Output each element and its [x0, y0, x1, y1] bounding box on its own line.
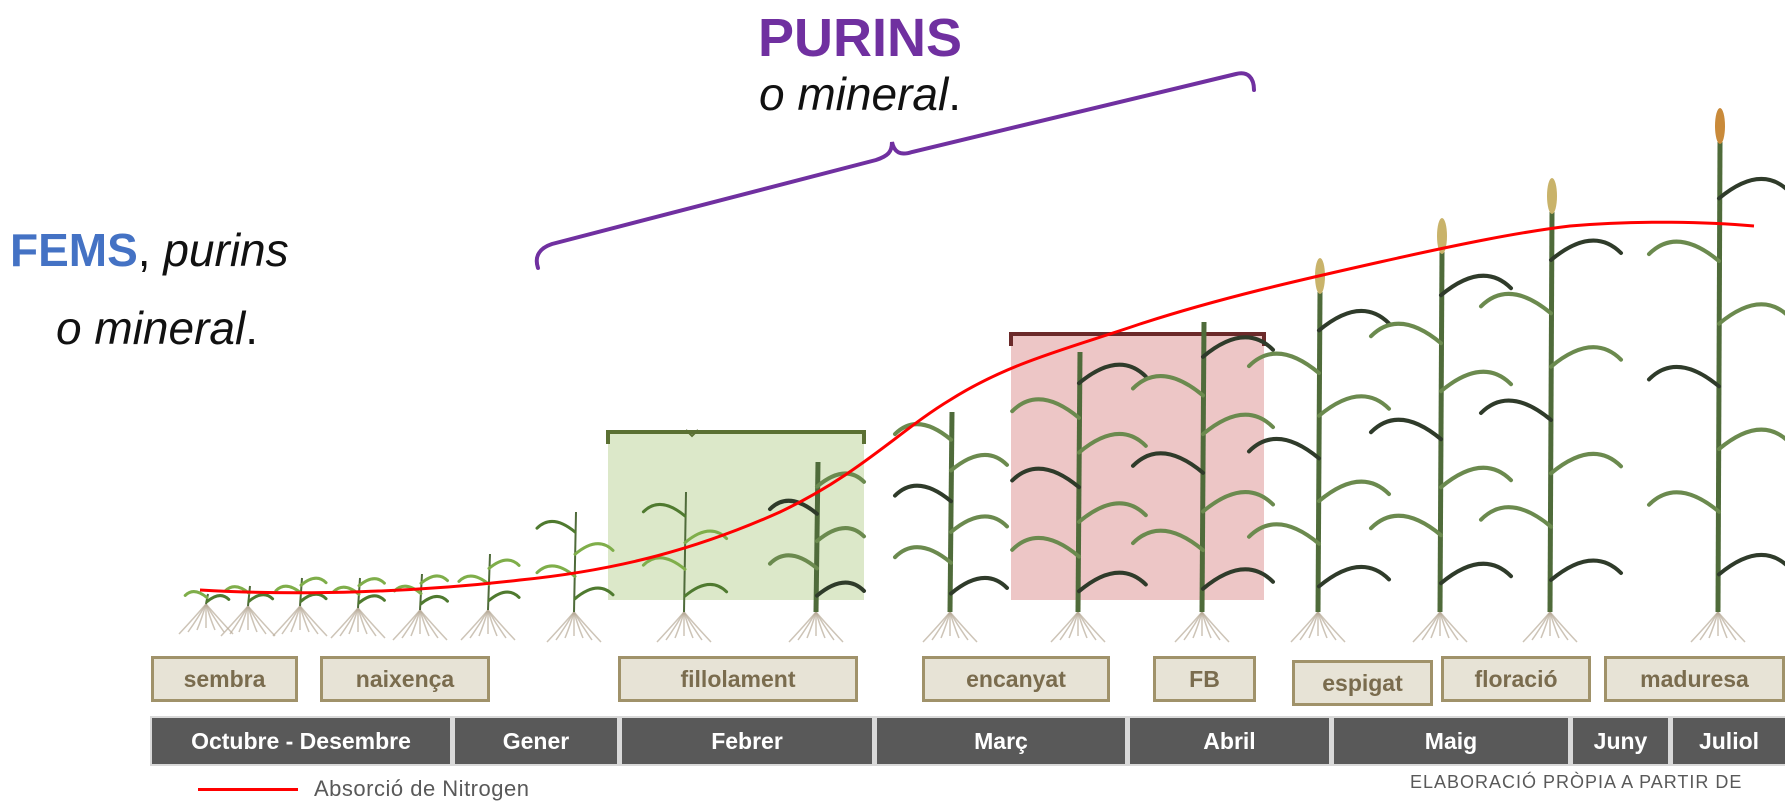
purins-subtitle: o mineral.	[700, 66, 1020, 122]
fillolament-band	[608, 432, 864, 600]
legend-label: Absorció de Nitrogen	[314, 776, 529, 802]
stage-espigat: espigat	[1292, 660, 1433, 706]
wheat-plant-icon	[1249, 258, 1389, 642]
fems-title: FEMS	[10, 224, 138, 276]
fems-purins: purins	[163, 224, 288, 276]
wheat-plants	[179, 108, 1785, 642]
wheat-plant-icon	[1481, 178, 1621, 642]
wheat-plant-icon	[1371, 218, 1511, 642]
wheat-plant-icon	[273, 578, 327, 636]
month-juliol: Juliol	[1673, 718, 1785, 764]
wheat-plant-icon	[1649, 108, 1785, 642]
fems-subtitle-end: .	[245, 302, 258, 354]
wheat-plant-icon	[895, 412, 1007, 642]
nitrogen-absorption-curve	[200, 222, 1754, 593]
stage-floracio: floració	[1441, 656, 1591, 702]
wheat-plant-icon	[331, 578, 385, 638]
month-gener: Gener	[455, 718, 617, 764]
stage-fillolament: fillolament	[618, 656, 858, 702]
encanyat-band	[1011, 334, 1264, 600]
source-text: ELABORACIÓ PRÒPIA A PARTIR DE	[1410, 772, 1742, 793]
fems-subtitle-text: o mineral	[56, 302, 245, 354]
purins-subtitle-end: .	[948, 68, 961, 120]
month-marc: Març	[877, 718, 1125, 764]
month-juny: Juny	[1573, 718, 1668, 764]
stage-fb: FB	[1153, 656, 1256, 702]
fems-headline: FEMS, purins	[10, 222, 289, 278]
stage-sembra: sembra	[151, 656, 298, 702]
purins-title: PURINS	[740, 6, 980, 70]
purins-subtitle-text: o mineral	[759, 68, 948, 120]
month-febrer: Febrer	[622, 718, 872, 764]
month-maig: Maig	[1334, 718, 1568, 764]
month-abril: Abril	[1130, 718, 1329, 764]
wheat-plant-icon	[393, 574, 447, 640]
stage-maduresa: maduresa	[1604, 656, 1785, 702]
legend-swatch	[198, 788, 298, 791]
fems-subtitle: o mineral.	[56, 300, 258, 356]
stage-naixenca: naixença	[320, 656, 490, 702]
wheat-plant-icon	[459, 554, 519, 640]
stage-encanyat: encanyat	[922, 656, 1110, 702]
fems-comma: ,	[138, 224, 164, 276]
wheat-plant-icon	[179, 592, 233, 634]
month-octubre-desembre: Octubre - Desembre	[152, 718, 450, 764]
